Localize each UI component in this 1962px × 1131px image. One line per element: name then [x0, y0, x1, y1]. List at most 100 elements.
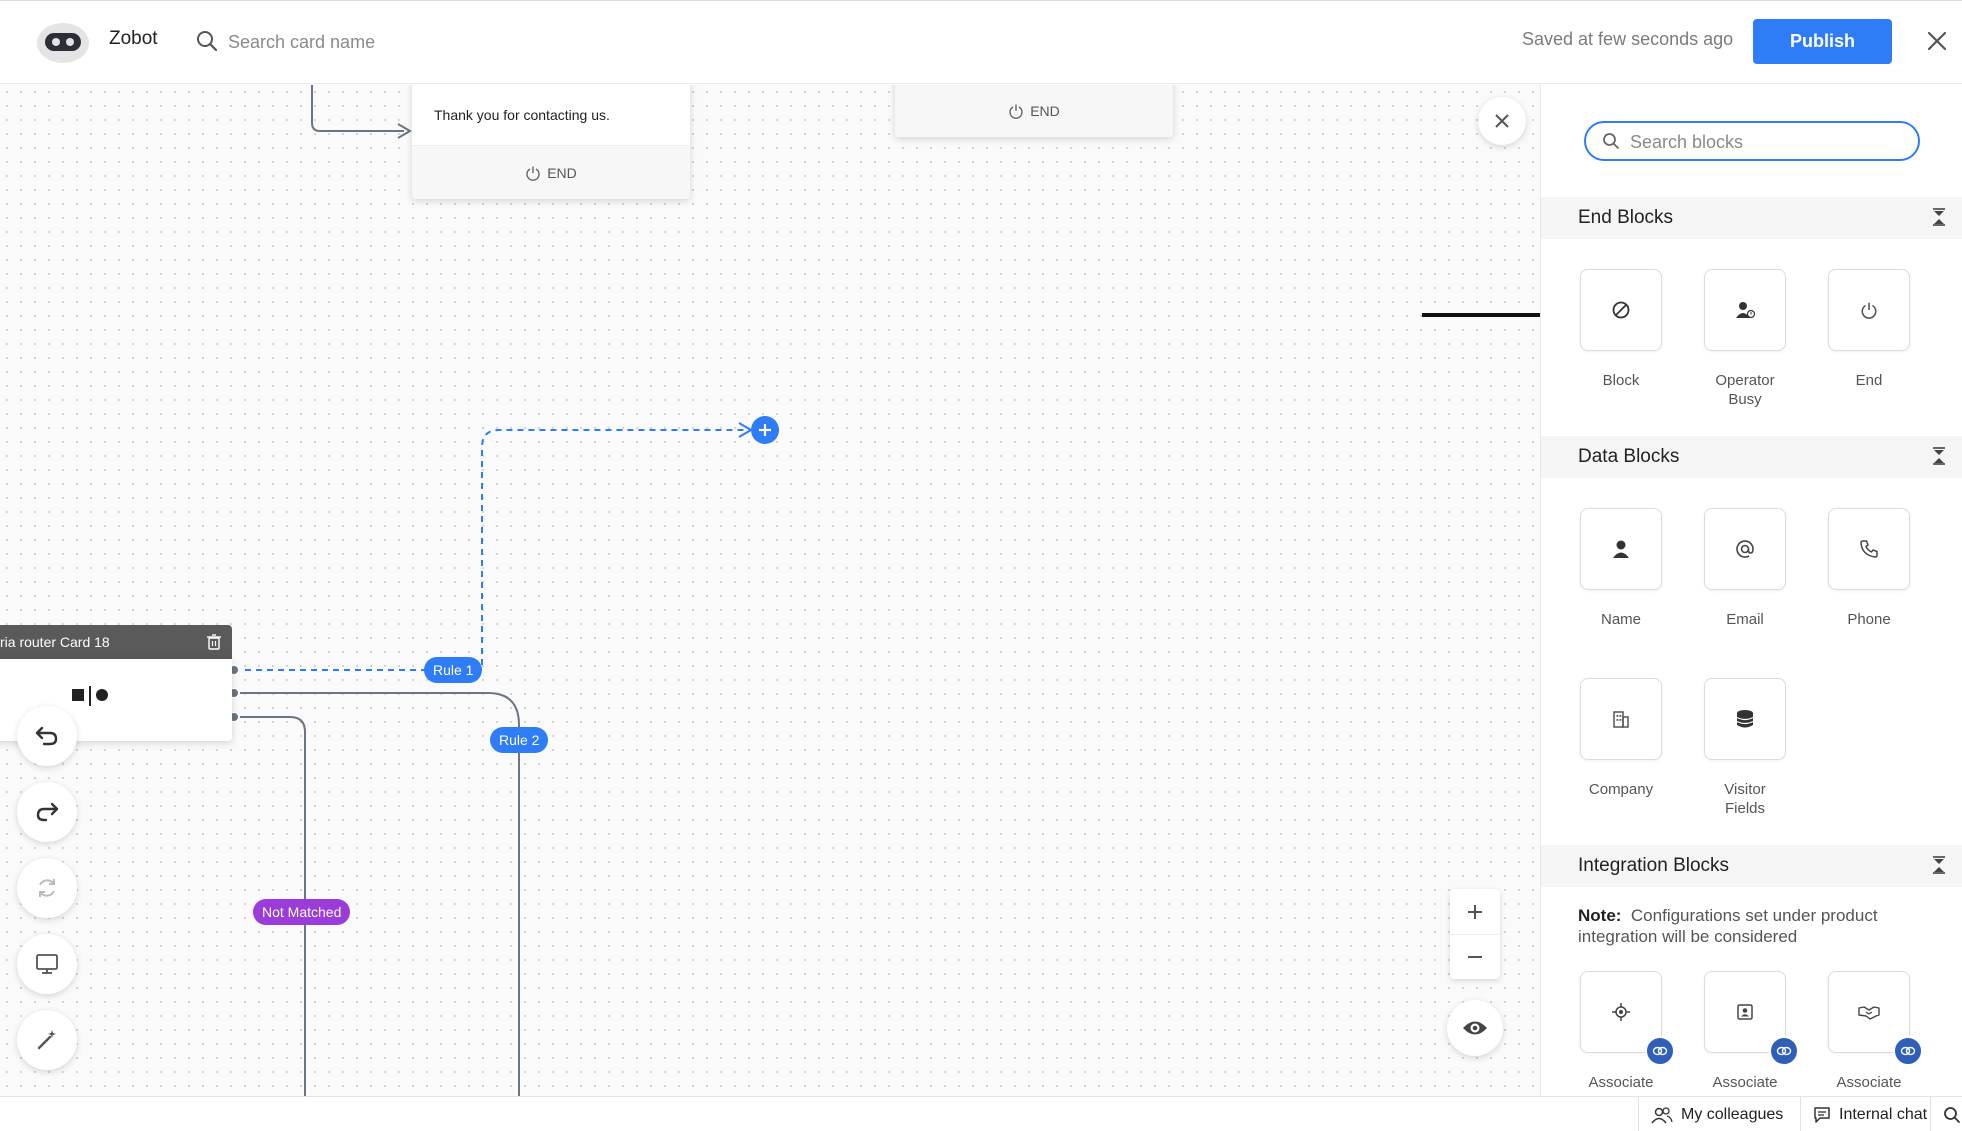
block-tile[interactable]: Block	[1561, 269, 1681, 390]
collapse-icon[interactable]	[1931, 208, 1947, 226]
integration-note: Note: Configurations set under product i…	[1578, 905, 1938, 947]
handshake-icon	[1858, 1006, 1880, 1020]
colleagues-icon	[1651, 1106, 1673, 1123]
close-icon[interactable]	[1924, 28, 1950, 54]
link-badge-icon	[1645, 1036, 1675, 1066]
magic-wand-icon	[37, 1030, 56, 1050]
card-search-input[interactable]	[228, 26, 548, 58]
preview-screen-button[interactable]	[17, 934, 77, 994]
section-integration-blocks[interactable]: Integration Blocks	[1541, 845, 1962, 887]
footer-search-button[interactable]	[1930, 1097, 1962, 1131]
close-icon	[1495, 114, 1509, 128]
reset-icon	[39, 879, 55, 897]
end-row: END	[412, 145, 690, 199]
reset-button[interactable]	[17, 858, 77, 918]
connector-lines	[228, 85, 779, 1096]
delete-icon[interactable]	[206, 633, 222, 651]
power-icon	[1009, 104, 1023, 119]
search-icon	[1603, 133, 1619, 149]
database-icon	[1736, 710, 1754, 728]
my-colleagues-button[interactable]: My colleagues	[1638, 1097, 1804, 1131]
power-icon	[1861, 302, 1877, 319]
zoom-out-button[interactable]	[1450, 934, 1500, 979]
end-label: END	[1030, 102, 1060, 119]
block-icon	[1612, 301, 1630, 319]
company-tile[interactable]: Company	[1561, 678, 1681, 799]
associate-deal-tile[interactable]: Associate	[1809, 971, 1929, 1092]
contact-card-icon	[1737, 1004, 1753, 1020]
section-end-blocks[interactable]: End Blocks	[1541, 197, 1962, 239]
bottom-bar: My colleagues Internal chat	[0, 1096, 1962, 1131]
preview-screen-icon	[36, 954, 58, 974]
collapse-icon[interactable]	[1931, 856, 1947, 874]
phone-tile[interactable]: Phone	[1809, 508, 1929, 629]
name-tile[interactable]: Name	[1561, 508, 1681, 629]
link-badge-icon	[1893, 1036, 1923, 1066]
app-name: Zobot	[109, 28, 158, 49]
tile-label: Associate	[1712, 1074, 1778, 1091]
blocks-panel: End Blocks Block Operator Busy End Data …	[1540, 85, 1962, 1096]
tile-label: Name	[1600, 611, 1641, 628]
building-icon	[1613, 711, 1629, 728]
rule-2-badge[interactable]: Rule 2	[490, 727, 549, 753]
section-title: Data Blocks	[1578, 446, 1680, 467]
phone-icon	[1860, 540, 1878, 558]
associate-contact-tile[interactable]: Associate	[1685, 971, 1805, 1092]
redo-button[interactable]	[17, 782, 77, 842]
internal-chat-button[interactable]: Internal chat	[1800, 1097, 1935, 1131]
colleagues-label: My colleagues	[1681, 1105, 1784, 1123]
redo-icon	[36, 802, 59, 822]
router-card-header: ria router Card 18	[0, 625, 232, 659]
flow-canvas[interactable]: Thank you for contacting us. END END ria…	[0, 85, 1540, 1096]
section-title: End Blocks	[1578, 207, 1674, 228]
saved-status: Saved at few seconds ago	[1522, 29, 1734, 49]
publish-button[interactable]: Publish	[1753, 19, 1892, 64]
link-badge-icon	[1769, 1036, 1799, 1066]
tile-label: Associate	[1588, 1074, 1654, 1091]
operator-busy-tile[interactable]: Operator Busy	[1685, 269, 1805, 409]
note-label: Note:	[1578, 906, 1622, 925]
preview-button[interactable]	[1447, 1000, 1503, 1056]
tile-label: Email	[1726, 611, 1764, 628]
operator-busy-icon	[1736, 302, 1756, 319]
top-header: Zobot Saved at few seconds ago Publish	[0, 0, 1962, 84]
zoom-in-button[interactable]	[1450, 889, 1500, 934]
search-icon	[197, 31, 218, 52]
magic-wand-button[interactable]	[17, 1010, 77, 1070]
end-tile[interactable]: End	[1809, 269, 1929, 390]
router-card-title: ria router Card 18	[0, 634, 110, 650]
power-icon	[526, 166, 540, 181]
tile-label: Associate	[1836, 1074, 1902, 1091]
tile-label: Visitor Fields	[1724, 781, 1766, 817]
end-row: END	[895, 85, 1173, 137]
undo-button[interactable]	[17, 706, 77, 766]
undo-icon	[35, 726, 58, 746]
router-shapes-icon	[72, 686, 108, 706]
visitor-fields-tile[interactable]: Visitor Fields	[1685, 678, 1805, 818]
tile-label: Company	[1588, 781, 1654, 798]
close-panel-button[interactable]	[1478, 97, 1526, 145]
associate-lead-tile[interactable]: Associate	[1561, 971, 1681, 1092]
search-icon	[1944, 1106, 1960, 1123]
not-matched-badge[interactable]: Not Matched	[253, 899, 351, 925]
tile-label: Block	[1602, 372, 1640, 389]
block-search-input[interactable]	[1630, 129, 1910, 155]
top-end-card[interactable]: END	[895, 85, 1173, 137]
thank-you-card[interactable]: Thank you for contacting us. END	[412, 85, 690, 199]
section-data-blocks[interactable]: Data Blocks	[1541, 436, 1962, 478]
at-sign-icon	[1736, 540, 1754, 558]
eye-icon	[1463, 1021, 1487, 1035]
collapse-icon[interactable]	[1931, 447, 1947, 465]
end-label: END	[547, 164, 577, 181]
zobot-logo-icon	[37, 23, 89, 63]
plus-icon	[1468, 904, 1482, 919]
add-node-icon[interactable]	[751, 416, 779, 444]
block-search-box[interactable]	[1584, 121, 1920, 161]
tile-label: End	[1855, 372, 1883, 389]
chat-label: Internal chat	[1839, 1105, 1928, 1123]
tile-label: Phone	[1847, 611, 1891, 628]
zoom-controls	[1450, 889, 1500, 979]
person-icon	[1613, 540, 1629, 558]
rule-1-badge[interactable]: Rule 1	[424, 657, 483, 683]
email-tile[interactable]: Email	[1685, 508, 1805, 629]
